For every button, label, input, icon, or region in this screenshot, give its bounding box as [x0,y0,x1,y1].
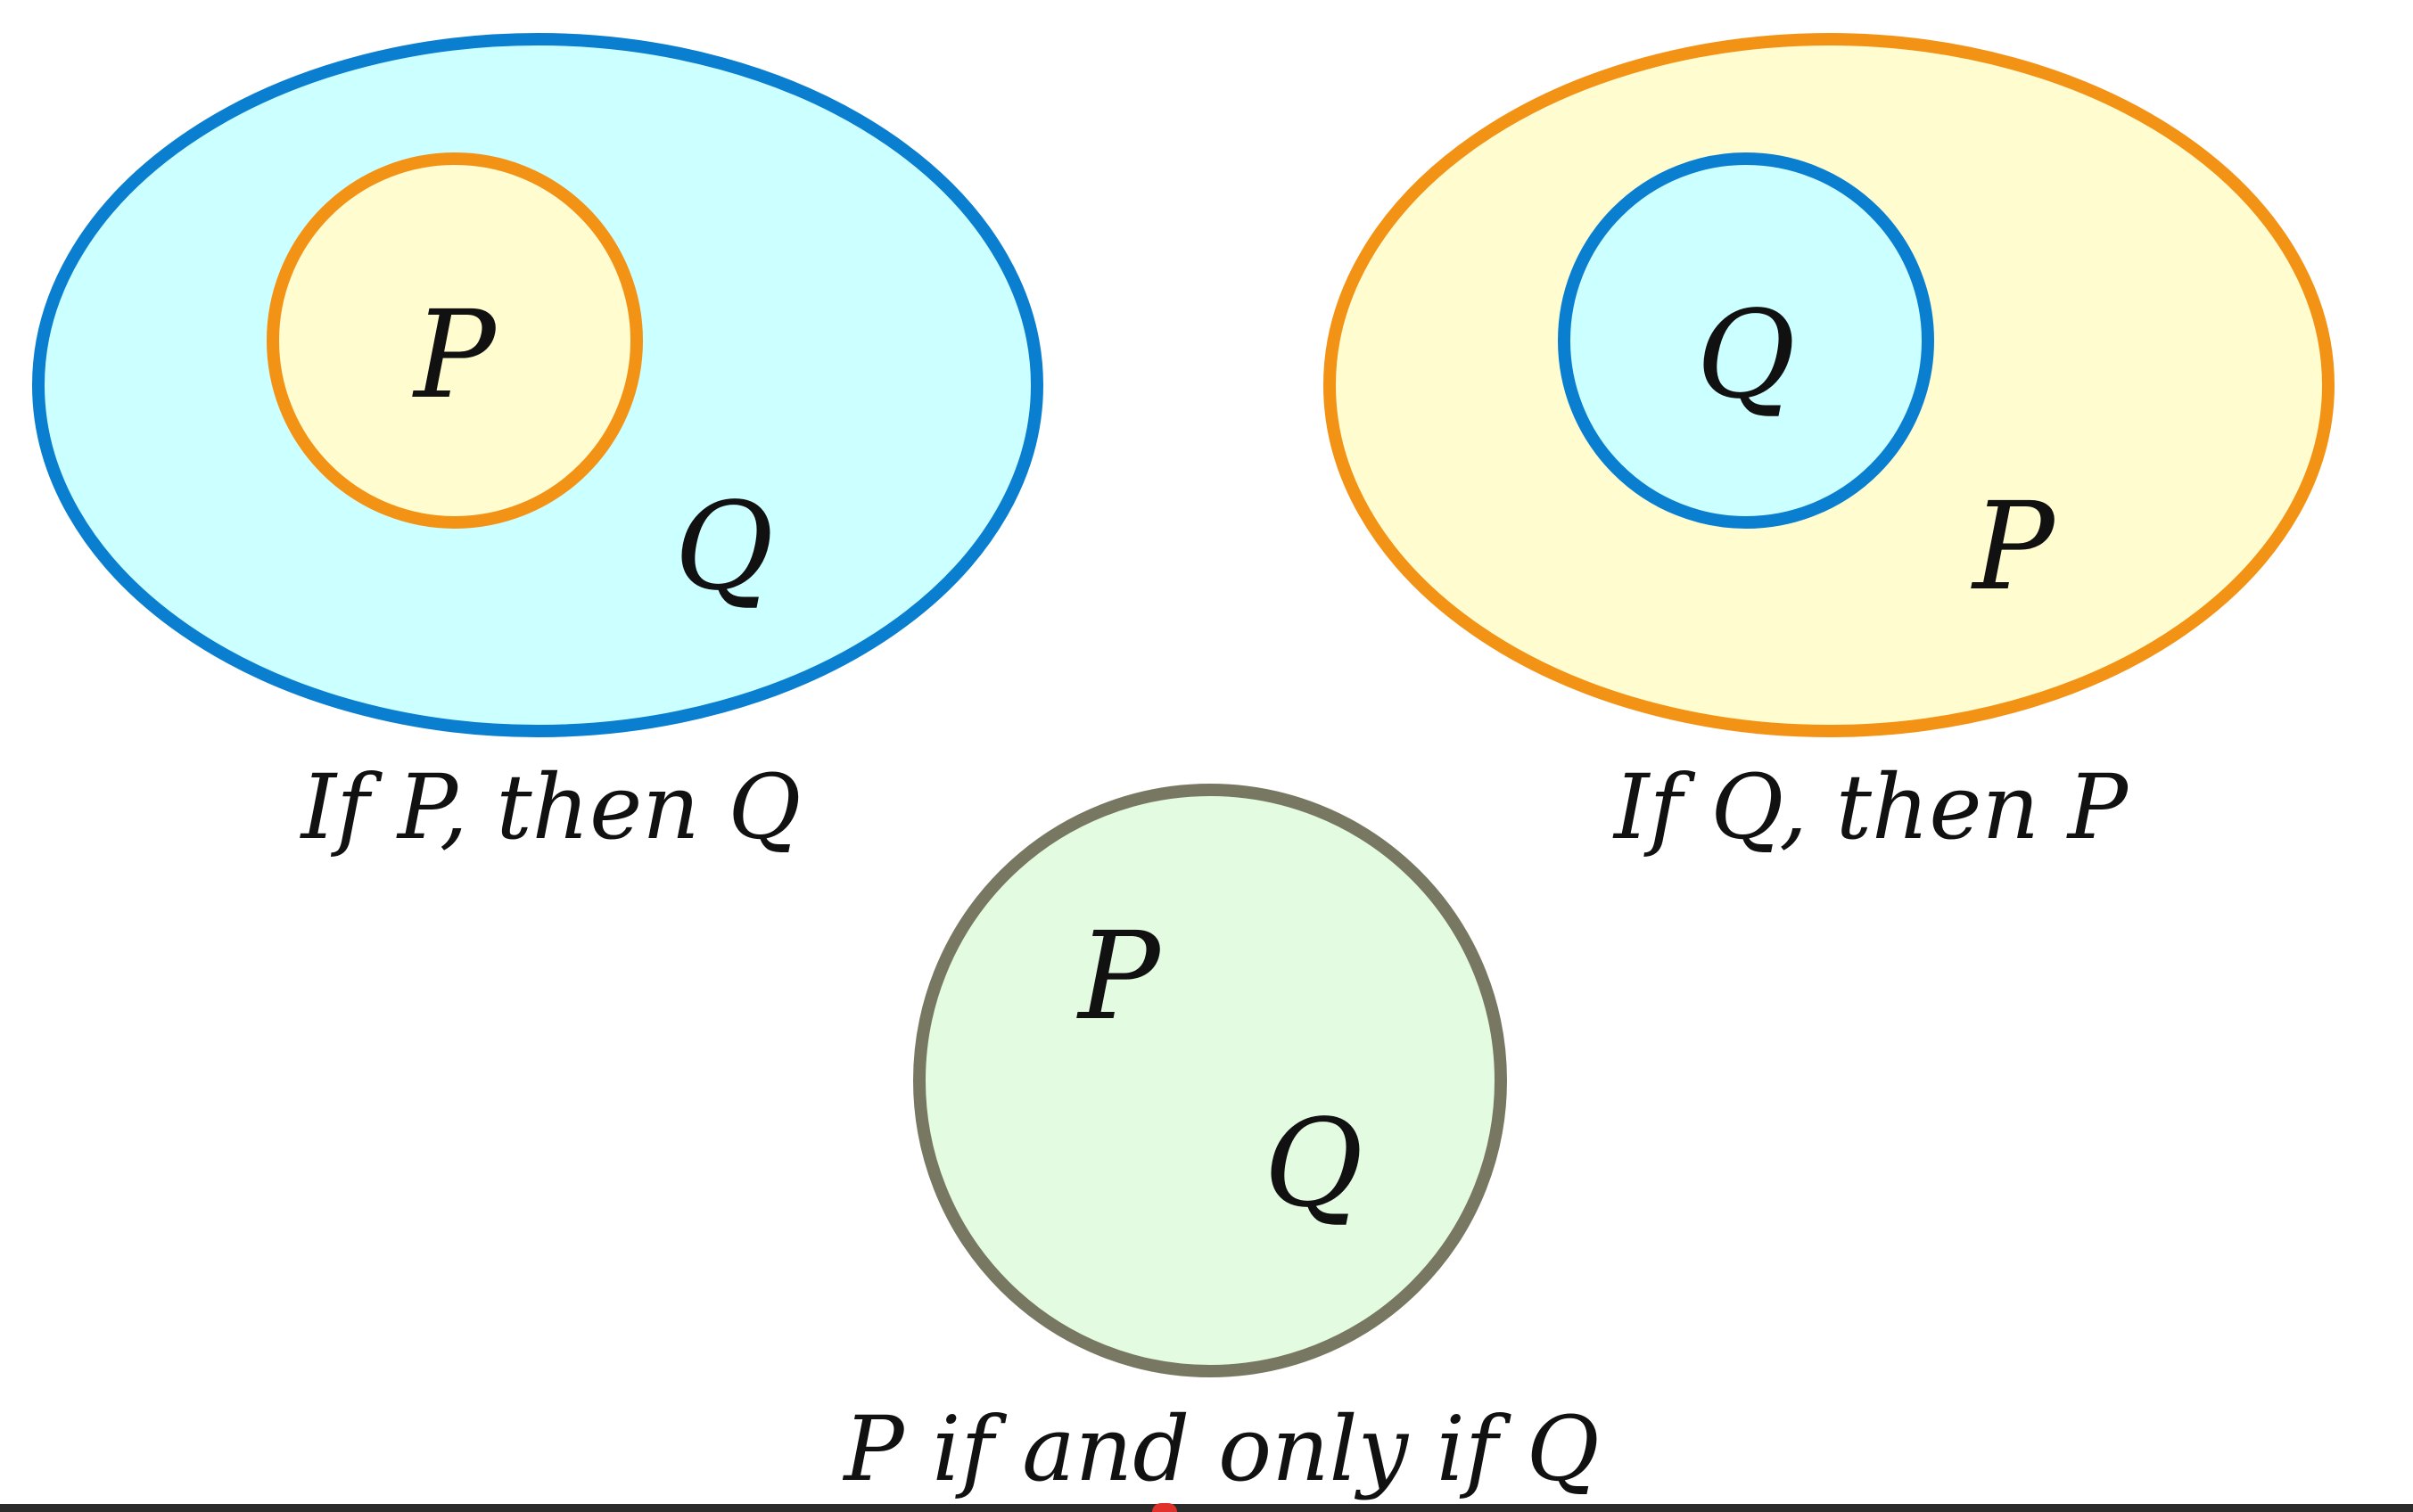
set-q-inner-circle [1558,152,1934,529]
diagram-if-q-then-p: Q P If Q, then P [1323,33,2335,859]
set-p-inner-circle [267,152,643,529]
set-p-label: P [1970,477,2056,618]
set-p-equals-q-circle [913,784,1507,1377]
diagram-p-iff-q: P Q P if and only if Q [842,784,1600,1501]
caption-if-q-then-p: If Q, then P [1612,755,2129,859]
set-p-label: P [1075,907,1162,1048]
diagram-if-p-then-q: P Q If P, then Q [32,33,1043,859]
caption-p-iff-q: P if and only if Q [842,1397,1599,1501]
set-p-label: P [411,285,498,426]
bottom-edge-marker [1152,1503,1177,1512]
bottom-edge-bar [0,1504,2413,1512]
set-q-label: Q [1696,285,1796,426]
set-q-label: Q [674,477,774,618]
set-q-label: Q [1264,1094,1363,1235]
caption-if-p-then-q: If P, then Q [300,755,802,859]
